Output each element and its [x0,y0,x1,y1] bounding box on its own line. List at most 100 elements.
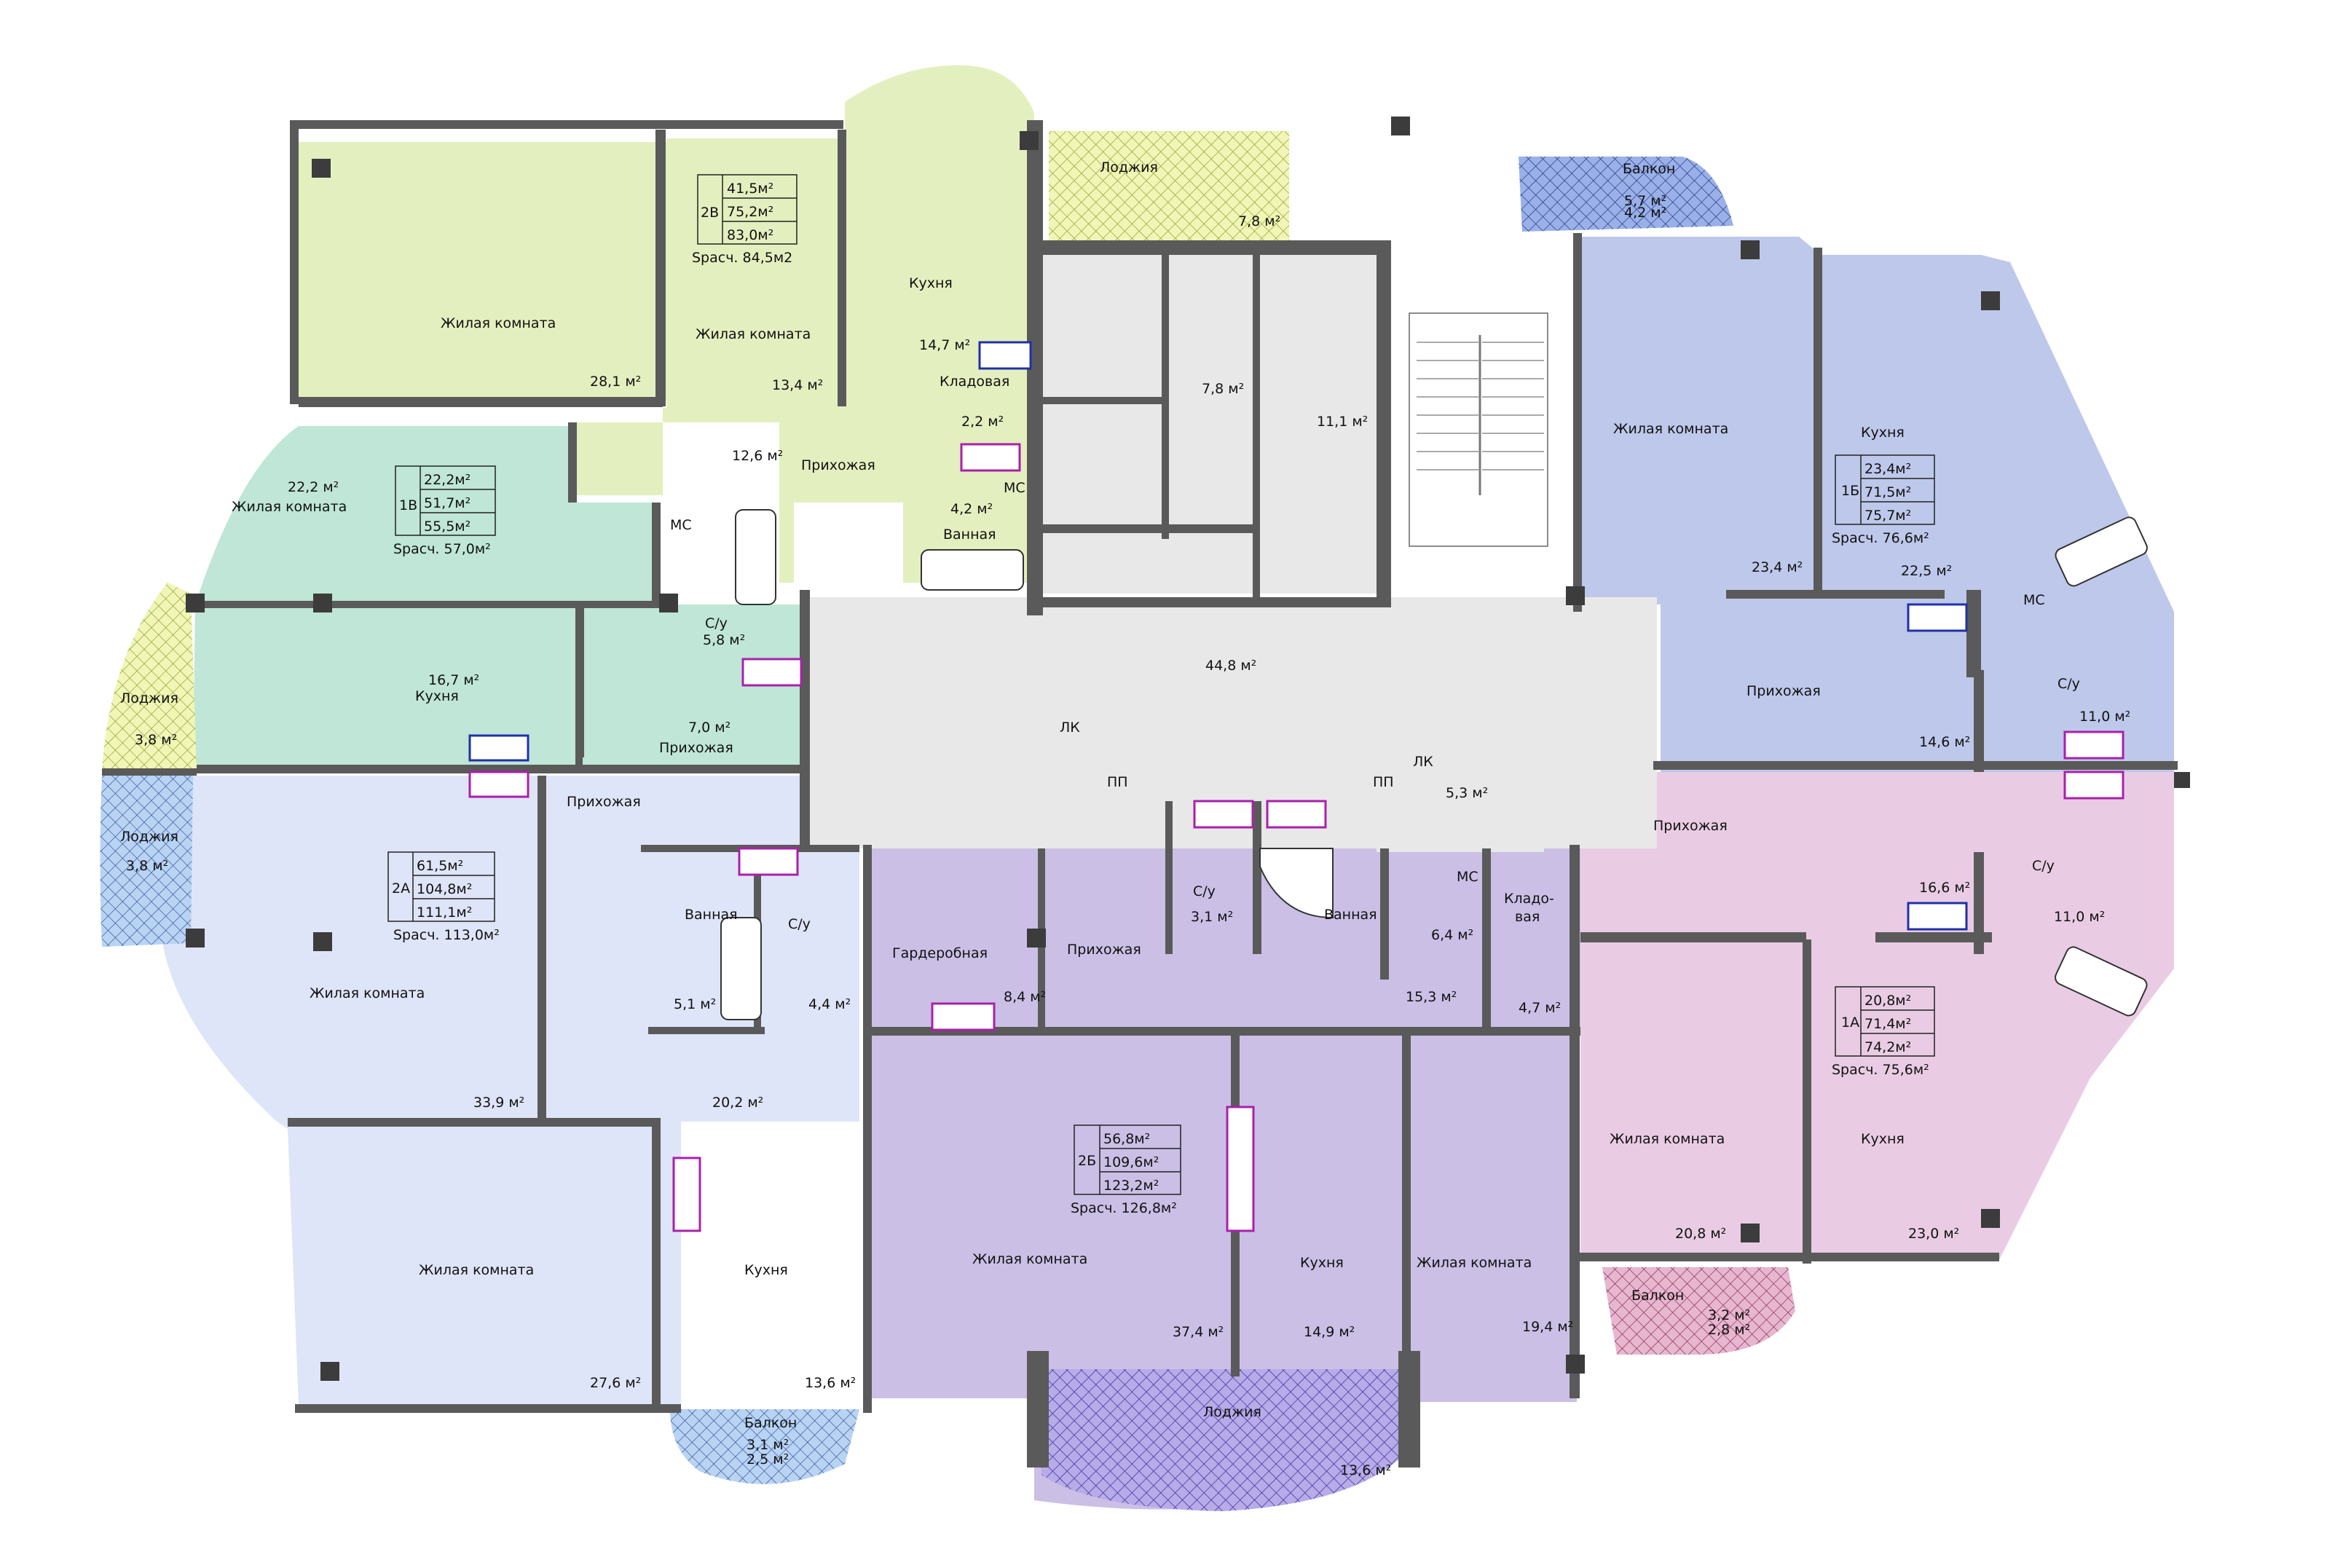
room-area: 15,3 м² [1406,989,1457,1005]
room-name: Ванная [685,907,738,923]
apt-1a-total2: 74,2м² [1864,1039,1911,1055]
room-area-2: 2,5 м² [747,1451,789,1467]
apt-1v-calc: Sрасч. 57,0м² [393,541,491,557]
room-name: С/у [1193,883,1216,899]
apt-1a-total: 71,4м² [1864,1016,1911,1032]
apt-2a-living: 61,5м² [417,858,463,874]
room-name: Жилая комната [1417,1255,1532,1271]
apt-1a-calc: Sрасч. 75,6м² [1832,1062,1929,1078]
apt-1b-total: 71,5м² [1864,484,1911,500]
apt-2v-code: 2В [701,205,719,221]
apt-2b-total2: 123,2м² [1103,1178,1159,1194]
apt-1b-living: 23,4м² [1864,461,1911,477]
room-area: 7,8 м² [1238,213,1280,229]
room-name: Балкон [1631,1288,1684,1304]
room-area: 4,7 м² [1519,1000,1561,1016]
apt-2b-total: 109,6м² [1103,1154,1159,1170]
apt-2a-calc: Sрасч. 113,0м² [393,927,500,943]
room-name: Кухня [744,1262,788,1278]
room-area: 11,0 м² [2054,909,2105,925]
room-area-2: 2,8 м² [1708,1322,1750,1338]
room-area: 14,7 м² [919,337,970,353]
room-area-2: 4,2 м² [1624,205,1666,221]
room-area: 16,6 м² [1919,880,1970,896]
room-name: Жилая комната [1610,1131,1725,1147]
room-name: Кухня [1300,1255,1344,1271]
room-name: Лоджия [120,690,178,706]
room-area: 5,3 м² [1446,785,1488,801]
room-area: 8,4 м² [1004,989,1046,1005]
apt-1v-total2: 55,5м² [424,519,470,535]
room-area: 12,6 м² [732,448,783,464]
room-area: 3,1 м² [1191,909,1233,925]
room-area: 3,2 м² [1708,1307,1750,1323]
room-name: С/у [2057,676,2080,692]
corridor-area: 44,8 м² [1205,658,1256,674]
room-area: 4,4 м² [808,996,851,1012]
room-area: 20,2 м² [712,1095,763,1111]
room-name: Прихожая [801,457,875,473]
staircase [1409,312,1548,547]
room-area: 7,0 м² [688,720,730,736]
room-area: 4,2 м² [950,501,993,517]
room-name: Прихожая [1653,818,1728,834]
room-name: Прихожая [1746,683,1821,699]
lk-mark: ЛК [1413,754,1433,770]
room-area: 3,8 м² [126,858,168,874]
apt-2a-code: 2А [392,880,410,897]
apt-2a-total2: 111,1м² [417,905,472,921]
mc-mark: МС [2023,592,2045,608]
room-area: 11,0 м² [2079,709,2130,725]
room-area: 33,9 м² [473,1095,524,1111]
room-area: 28,1 м² [590,374,641,390]
apt-1v-total: 51,7м² [424,495,470,511]
mc-mark: МС [670,517,692,533]
room-area: 22,2 м² [288,479,339,495]
plumbing-fixtures [468,341,2148,1232]
room-area: 13,6 м² [805,1375,856,1391]
apt-1b-calc: Sрасч. 76,6м² [1832,530,1929,546]
room-area: 5,1 м² [674,996,716,1012]
apt-2b-calc: Sрасч. 126,8м² [1071,1200,1177,1216]
room-name: вая [1515,909,1540,925]
room-name: Жилая комната [696,326,811,342]
room-area: 5,7 м² [1624,193,1666,209]
mc-mark: МС [1004,480,1025,496]
apt-2a-total: 104,8м² [417,881,472,897]
room-area: 6,4 м² [1431,927,1473,943]
lk-mark: ЛК [1060,720,1080,736]
room-area: 22,5 м² [1901,563,1952,579]
apt-1b-code: 1Б [1841,483,1859,499]
room-area: 2,2 м² [961,414,1004,430]
room-area: 16,7 м² [428,672,479,688]
apartment-1a [1580,772,2174,1355]
room-name: Жилая комната [419,1262,534,1278]
room-name: Жилая комната [1613,421,1728,437]
room-area: 37,4 м² [1173,1324,1224,1340]
room-name: Кухня [1861,1131,1905,1147]
room-name: Прихожая [659,740,733,756]
apt-1v-code: 1В [399,497,417,513]
apt-1a-code: 1А [1841,1015,1859,1031]
room-name: Прихожая [567,794,641,810]
room-name: Балкон [744,1415,797,1431]
apartment-2a [100,776,859,1484]
room-area: 27,6 м² [590,1375,641,1391]
apt-1a-living: 20,8м² [1864,993,1911,1009]
apt-1b-total2: 75,7м² [1864,508,1911,524]
room-name: Ванная [943,527,996,543]
mc-mark: МС [1457,869,1478,885]
room-area: 23,4 м² [1752,559,1803,575]
room-area: 5,8 м² [703,632,745,648]
apt-2v-living: 41,5м² [727,181,773,197]
room-name: С/у [788,916,811,932]
room-name: Жилая комната [310,985,425,1001]
lift-area: 7,8 м² [1202,381,1244,397]
room-area: 23,0 м² [1908,1226,1959,1242]
room-name: Кладо- [1504,891,1554,907]
apt-2b-living: 56,8м² [1103,1131,1150,1147]
room-name: Кухня [1861,425,1905,441]
apt-2v-calc: Sрасч. 84,5м2 [692,250,792,266]
room-name: Ванная [1324,907,1377,923]
